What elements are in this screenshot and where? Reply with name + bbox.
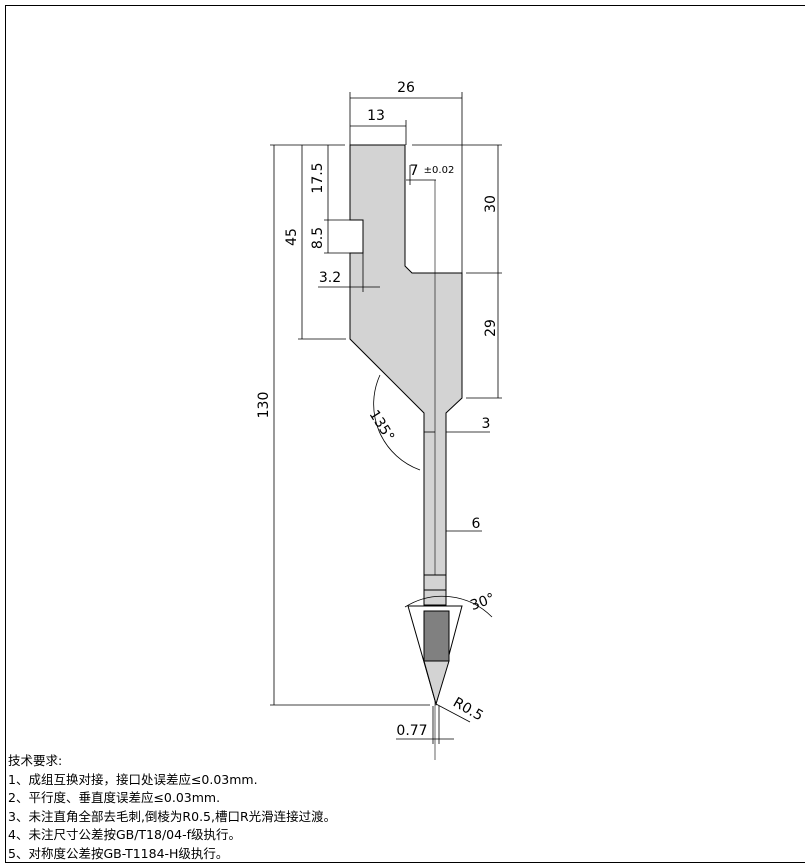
dim-130: 130 bbox=[256, 392, 272, 419]
dim-8-5: 8.5 bbox=[310, 227, 326, 249]
dim-0-77: 0.77 bbox=[396, 723, 427, 739]
dim-total-width: 26 bbox=[397, 80, 415, 96]
dim-45: 45 bbox=[284, 228, 300, 246]
dim-half-width: 13 bbox=[367, 108, 385, 124]
dim-30-angle: 30° bbox=[468, 590, 497, 614]
note-item: 4、未注尺寸公差按GB/T18/04-f级执行。 bbox=[8, 827, 241, 843]
dim-29: 29 bbox=[483, 319, 499, 337]
tip-lower bbox=[423, 660, 450, 706]
part-outline bbox=[349, 144, 463, 576]
technical-requirements: 技术要求: 1、成组互换对接，接口处误差应≤0.03mm. 2、平行度、垂直度误… bbox=[8, 752, 568, 864]
note-item: 2、平行度、垂直度误差应≤0.03mm. bbox=[8, 790, 221, 806]
dim-3: 3 bbox=[482, 416, 491, 432]
note-item: 3、未注直角全部去毛刺,倒棱为R0.5,槽口R光滑连接过渡。 bbox=[8, 808, 337, 824]
note-item: 1、成组互换对接，接口处误差应≤0.03mm. bbox=[8, 771, 258, 787]
dimension-lines bbox=[270, 92, 502, 744]
notes-title: 技术要求: bbox=[8, 753, 63, 768]
dim-7-tolerance: ±0.02 bbox=[424, 165, 455, 176]
dim-30: 30 bbox=[483, 195, 499, 213]
tip-insert-dark bbox=[423, 610, 450, 662]
drawing-border bbox=[5, 5, 805, 863]
dim-6: 6 bbox=[472, 516, 481, 532]
dim-17-5: 17.5 bbox=[310, 162, 326, 193]
dim-7: 7 bbox=[410, 163, 419, 179]
note-item: 5、对称度公差按GB-T1184-H级执行。 bbox=[8, 845, 229, 861]
dim-3-2: 3.2 bbox=[319, 270, 341, 286]
dim-tip-radius: R0.5 bbox=[450, 695, 486, 725]
dim-135-angle: 135° bbox=[366, 407, 397, 444]
punch-part bbox=[349, 144, 463, 760]
